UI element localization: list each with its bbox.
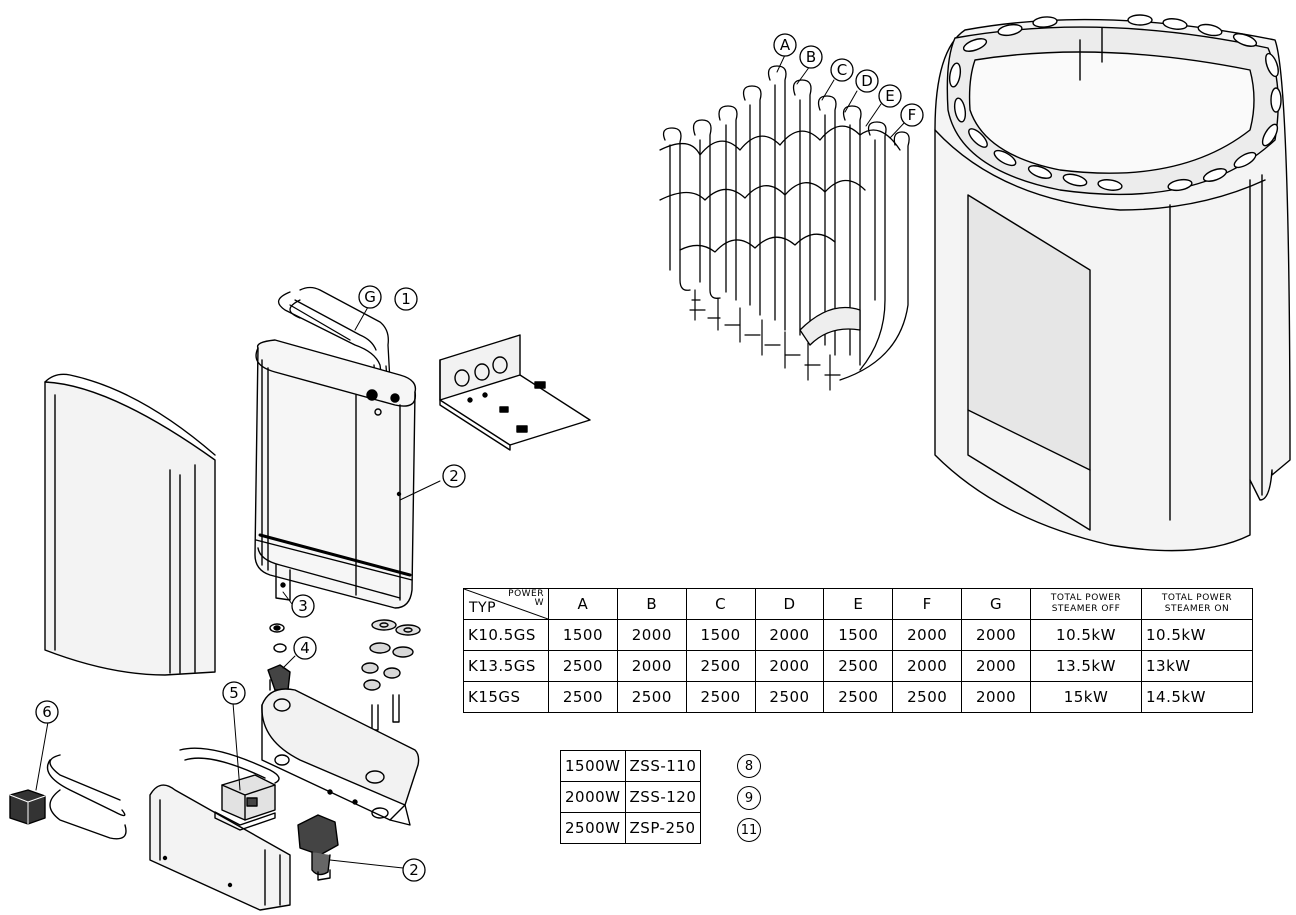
steamer-tank [254,339,417,609]
value-cell: 1500 [548,619,618,651]
value-cell: 2500 [548,650,618,682]
col-header-d: D [754,588,825,620]
element-ref-9: 9 [737,786,761,810]
callout-4: 4 [300,639,310,657]
table-row: 1500W ZSS-110 [560,750,702,782]
callout-6: 6 [42,703,52,721]
table-row: K13.5GS 2500 2000 2500 2000 2500 2000 20… [463,650,1254,682]
element-code-cell: ZSS-120 [624,781,702,813]
callout-1: 1 [401,290,411,308]
col-header-b: B [616,588,687,620]
total-on-cell: 14.5kW [1140,681,1254,713]
value-cell: 2500 [616,681,687,713]
col-header-f: F [892,588,963,620]
relay-contactor [179,747,280,831]
total-on-cell: 10.5kW [1140,619,1254,651]
callout-c: C [837,61,847,79]
value-cell: 1500 [823,619,894,651]
value-cell: 2000 [754,619,825,651]
value-cell: 2500 [685,681,756,713]
value-cell: 1500 [685,619,756,651]
stove-body [934,14,1291,552]
value-cell: 2000 [616,650,687,682]
callout-b: B [806,48,816,66]
value-cell: 2000 [961,681,1032,713]
callout-a: A [780,36,791,54]
value-cell: 2500 [892,681,963,713]
front-cover-panel [44,373,216,676]
thermostat-sensor [9,754,127,840]
leader-lines [35,54,906,869]
value-cell: 2500 [823,681,894,713]
value-cell: 2000 [754,650,825,682]
element-ref-11: 11 [737,818,761,842]
corner-type-label: TYP [469,600,497,616]
col-header-a: A [548,588,618,620]
element-table: 1500W ZSS-110 2000W ZSS-120 2500W ZSP-25… [560,750,702,844]
total-off-cell: 13.5kW [1030,650,1142,682]
callout-5: 5 [229,684,239,702]
model-cell: K15GS [463,681,549,713]
value-cell: 2000 [961,650,1032,682]
element-ref-8: 8 [737,754,761,778]
total-off-cell: 15kW [1030,681,1142,713]
bottom-cover-panel [149,784,291,911]
value-cell: 2000 [892,650,963,682]
element-code-cell: ZSP-250 [624,812,702,844]
value-cell: 2500 [548,681,618,713]
callout-circles [35,33,924,882]
bottom-bracket [261,688,420,826]
table-row: 2500W ZSP-250 [560,812,702,844]
value-cell: 2000 [616,619,687,651]
value-cell: 2500 [754,681,825,713]
col-header-c: C [685,588,756,620]
callout-g: G [364,288,376,306]
mounting-plate [439,334,591,451]
model-cell: K13.5GS [463,650,549,682]
callout-3: 3 [298,597,308,615]
value-cell: 2500 [823,650,894,682]
heating-elements-a-f [659,65,910,391]
element-power-cell: 1500W [560,750,626,782]
callout-2-tank: 2 [449,467,459,485]
element-power-cell: 2000W [560,781,626,813]
washers-and-fittings [267,619,421,731]
value-cell: 2000 [961,619,1032,651]
model-cell: K10.5GS [463,619,549,651]
table-row: 2000W ZSS-120 [560,781,702,813]
callout-2-valve: 2 [409,861,419,879]
element-code-cell: ZSS-110 [624,750,702,782]
corner-diagonal [464,589,548,619]
water-valve [297,814,339,881]
col-header-e: E [823,588,894,620]
col-header-g: G [961,588,1032,620]
table-row: K15GS 2500 2500 2500 2500 2500 2500 2000… [463,681,1254,713]
value-cell: 2000 [892,619,963,651]
callout-f: F [908,106,917,124]
total-on-cell: 13kW [1140,650,1254,682]
callout-d: D [861,72,873,90]
value-cell: 2500 [685,650,756,682]
callout-e: E [885,87,894,105]
element-power-cell: 2500W [560,812,626,844]
total-off-cell: 10.5kW [1030,619,1142,651]
table-row: K10.5GS 1500 2000 1500 2000 1500 2000 20… [463,619,1254,651]
